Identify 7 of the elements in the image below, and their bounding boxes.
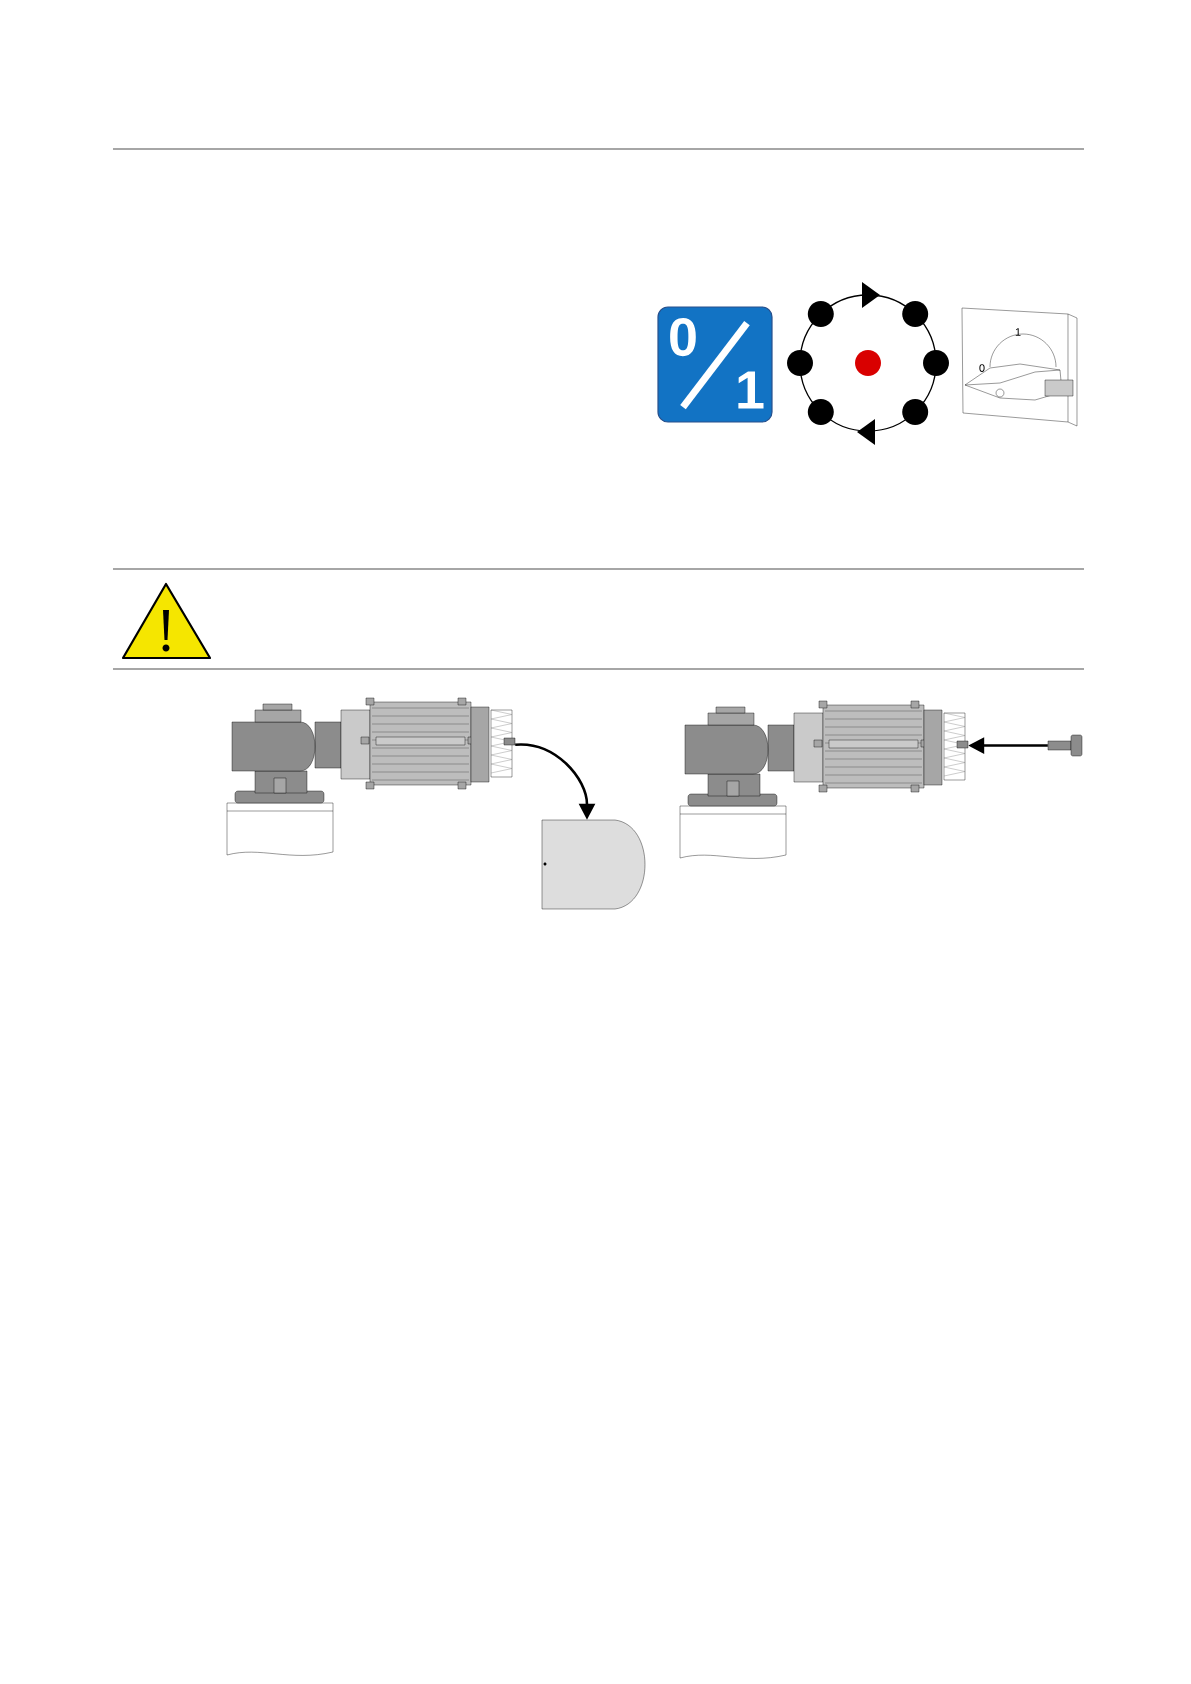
screw-drawing [1047, 734, 1083, 757]
label: 0 [979, 364, 985, 372]
motor-drawing [226, 697, 516, 856]
motor-drawing [679, 700, 969, 859]
rotary-switch-drawing: 1 0 [961, 307, 1078, 427]
label: 1 [1015, 328, 1021, 336]
cover-plate-drawing [541, 819, 646, 910]
